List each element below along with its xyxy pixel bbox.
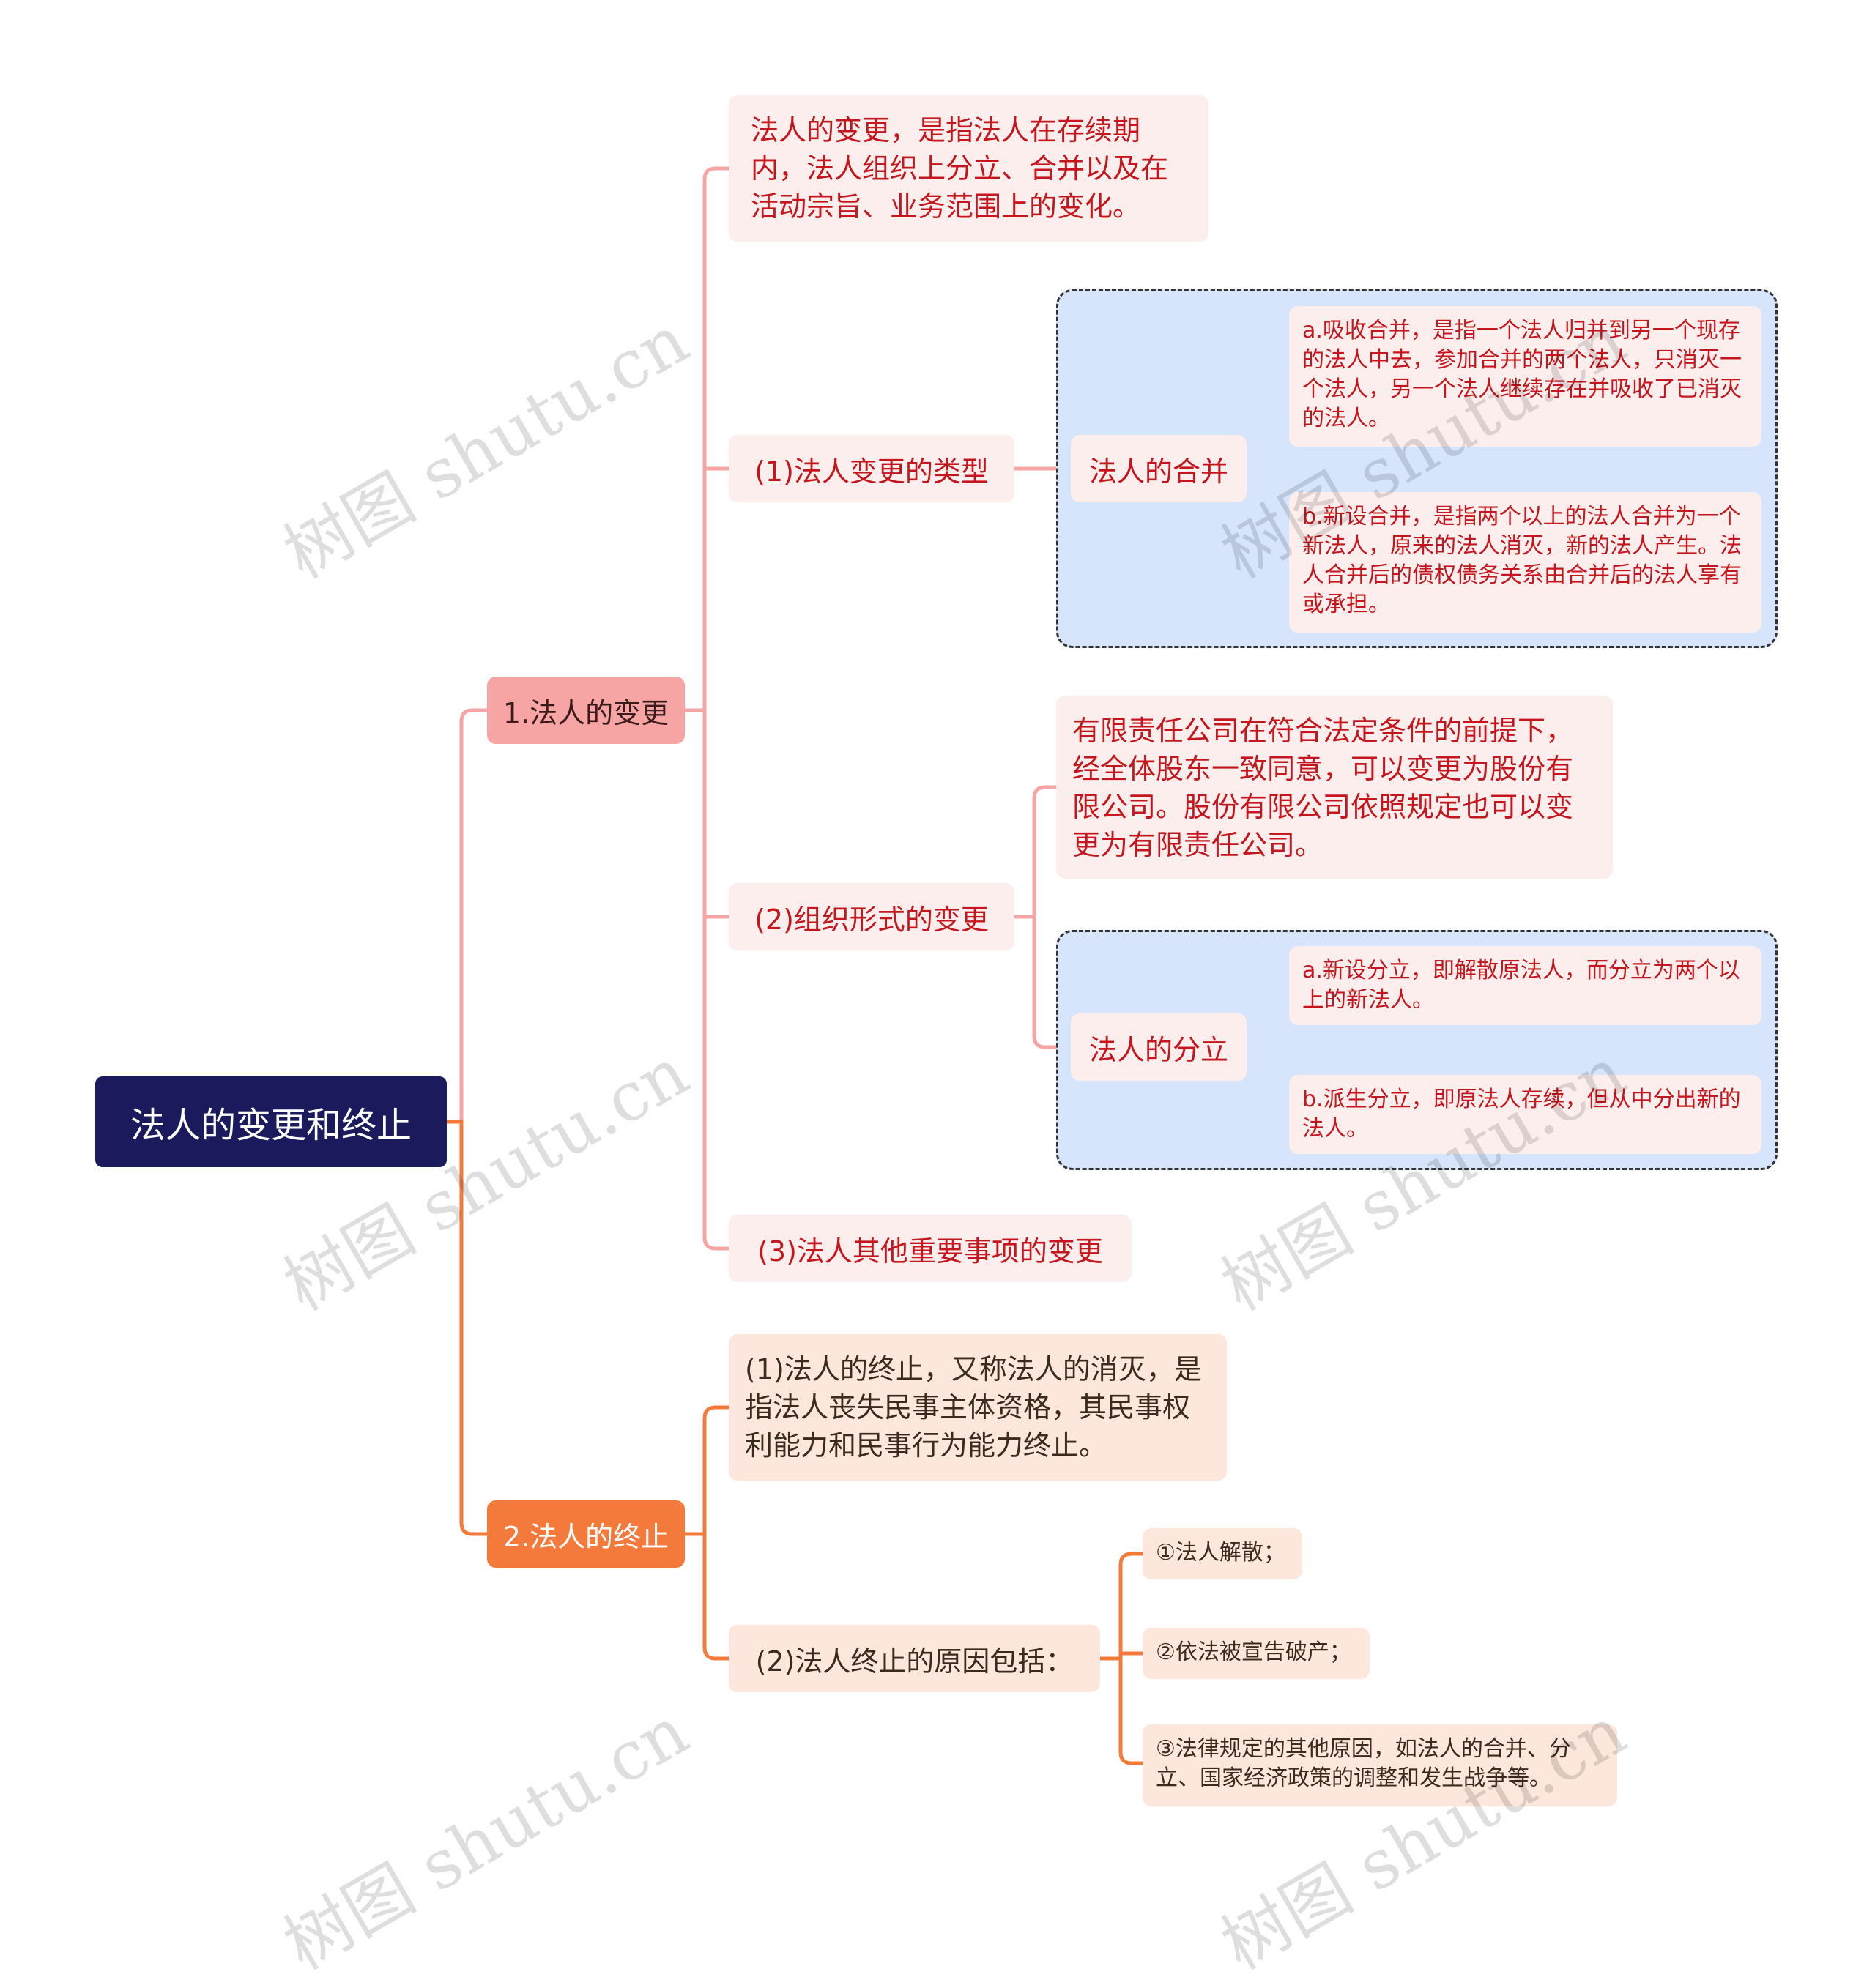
mind-map: 法人的变更和终止 1.法人的变更 2.法人的终止 法人的变更，是指法人在存续期内… [95,95,1778,1985]
split-derived[interactable]: b.派生分立，即原法人存续，但从中分出新的法人。 [1289,1075,1761,1154]
termination-definition[interactable]: (1)法人的终止，又称法人的消灭，是指法人丧失民事主体资格，其民事权利能力和民事… [729,1334,1227,1481]
connector-termination-children [683,1405,731,1661]
topic-other-change[interactable]: (3)法人其他重要事项的变更 [729,1215,1132,1282]
topic-termination[interactable]: 2.法人的终止 [487,1500,685,1568]
connector-root-change [445,708,489,1124]
reason-dissolution[interactable]: ①法人解散； [1143,1528,1302,1579]
topic-change-types[interactable]: (1)法人变更的类型 [729,435,1014,502]
change-definition[interactable]: 法人的变更，是指法人在存续期内，法人组织上分立、合并以及在活动宗旨、业务范围上的… [729,95,1208,242]
reason-bankruptcy[interactable]: ②依法被宣告破产； [1143,1628,1370,1679]
root-topic[interactable]: 法人的变更和终止 [95,1076,447,1167]
topic-change[interactable]: 1.法人的变更 [487,677,685,744]
topic-form-change[interactable]: (2)组织形式的变更 [729,883,1014,950]
split-new[interactable]: a.新设分立，即解散原法人，而分立为两个以上的新法人。 [1289,946,1761,1025]
form-change-text[interactable]: 有限责任公司在符合法定条件的前提下，经全体股东一致同意，可以变更为股份有限公司。… [1056,696,1613,879]
topic-merge[interactable]: 法人的合并 [1071,435,1247,502]
merge-absorb[interactable]: a.吸收合并，是指一个法人归并到另一个现存的法人中去，参加合并的两个法人，只消灭… [1289,306,1761,447]
connector-change-children [683,166,731,1251]
topic-termination-reasons[interactable]: (2)法人终止的原因包括： [729,1625,1100,1692]
connector-root-termination [445,1120,489,1536]
reason-other[interactable]: ③法律规定的其他原因，如法人的合并、分立、国家经济政策的调整和发生战争等。 [1143,1724,1617,1806]
connector-form-children [1012,785,1073,1049]
connector-reasons-items [1098,1552,1145,1765]
topic-split[interactable]: 法人的分立 [1071,1013,1247,1081]
merge-new[interactable]: b.新设合并，是指两个以上的法人合并为一个新法人，原来的法人消灭，新的法人产生。… [1289,492,1761,633]
